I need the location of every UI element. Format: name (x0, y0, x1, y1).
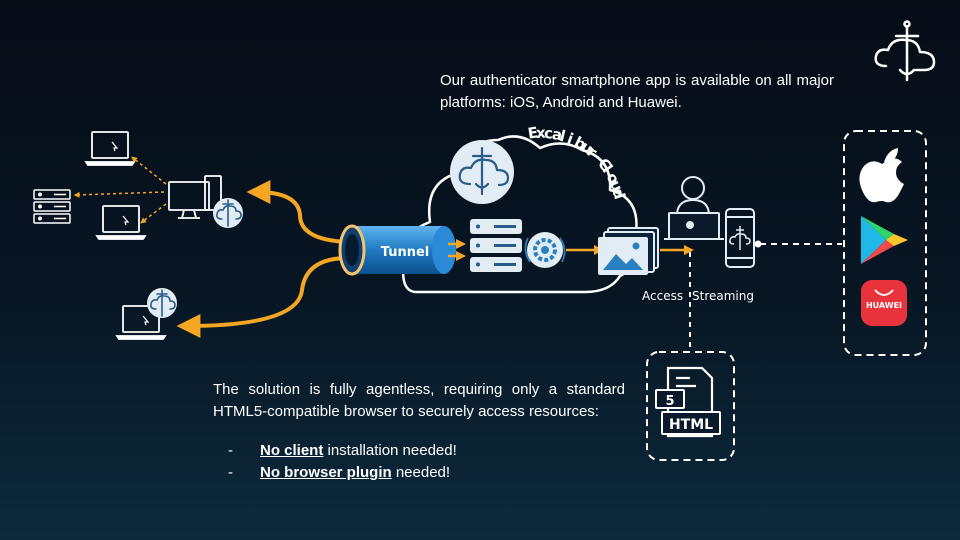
bullet-dash: - (228, 442, 233, 459)
tunnel-exit-arrows (448, 239, 466, 261)
laptop-badge-logo-icon (147, 288, 177, 318)
desktop-links (73, 156, 167, 224)
tunnel-arrows (176, 180, 350, 338)
user-at-laptop-icon (664, 176, 724, 240)
tunnel-label: Tunnel (381, 245, 429, 260)
bullet-text: needed! (391, 464, 451, 481)
bullet-emphasis: No browser plugin (260, 464, 392, 481)
smartphone-icon (725, 208, 755, 268)
bullet-dash: - (228, 464, 233, 481)
bullet-no-plugin: - No browser plugin needed! (228, 463, 450, 483)
huawei-appgallery-icon: HUAWEI (861, 280, 907, 326)
html-label: HTML (669, 417, 713, 433)
laptop-icon (95, 205, 147, 240)
desktop-icon (168, 175, 222, 219)
laptop-icon (84, 131, 136, 166)
apple-icon (859, 148, 904, 203)
gear-icon (524, 232, 566, 268)
tunnel-icon: Tunnel (338, 224, 456, 276)
intro-text: Our authenticator smartphone app is avai… (440, 72, 834, 111)
huawei-label: HUAWEI (866, 301, 902, 310)
solution-text: The solution is fully agentless, requiri… (213, 381, 625, 420)
html5-number: 5 (665, 394, 674, 409)
server-icon (470, 219, 522, 272)
google-play-icon (861, 216, 908, 264)
streaming-label: Streaming (692, 289, 754, 303)
desktop-badge-logo-icon (213, 198, 243, 228)
server-icon (33, 189, 71, 224)
bullet-text: installation needed! (323, 442, 457, 459)
html5-panel (646, 351, 735, 461)
excalibur-logo-icon (874, 20, 936, 82)
cloud-logo-icon (450, 140, 514, 204)
bullet-no-client: - No client installation needed! (228, 441, 457, 461)
access-label: Access (642, 289, 683, 303)
html5-file-icon: 5 HTML (655, 366, 721, 438)
gallery-icon (598, 227, 659, 275)
laptop-icon (115, 305, 167, 340)
bullet-emphasis: No client (260, 442, 324, 459)
app-stores-panel (843, 130, 927, 356)
store-connector (754, 240, 842, 248)
